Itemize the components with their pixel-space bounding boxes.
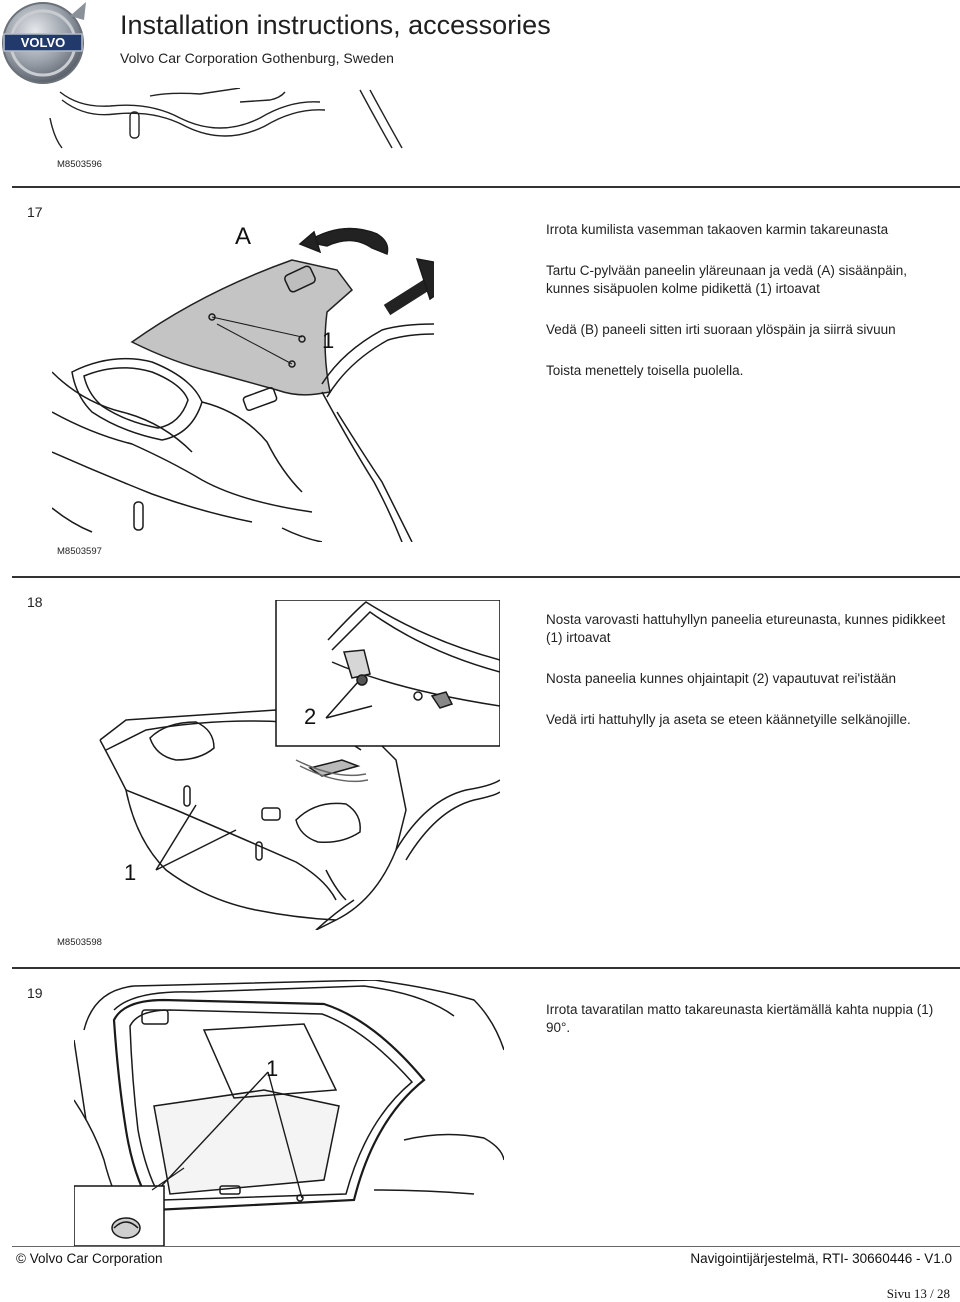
instruction-paragraph: Nosta paneelia kunnes ohjaintapit (2) va… bbox=[546, 671, 897, 686]
figure-label-1: 1 bbox=[322, 328, 334, 353]
page-number: Sivu 13 / 28 bbox=[886, 1286, 950, 1301]
divider bbox=[12, 576, 960, 578]
figure-label-2: 2 bbox=[304, 704, 316, 729]
instruction-paragraph: Irrota tavaratilan matto takareunasta ki… bbox=[546, 1002, 934, 1035]
figure-code: M8503598 bbox=[57, 937, 102, 948]
figure-parcel-shelf: 2 1 bbox=[96, 600, 500, 930]
figure-label-1: 1 bbox=[266, 1056, 278, 1081]
divider bbox=[12, 186, 960, 188]
footer-document-id: Navigointijärjestelmä, RTI- 30660446 - V… bbox=[690, 1251, 952, 1266]
instruction-paragraph: Toista menettely toisella puolella. bbox=[546, 363, 744, 378]
instruction-paragraph: Nosta varovasti hattuhyllyn paneelia etu… bbox=[546, 612, 946, 645]
step-19-instructions: Irrota tavaratilan matto takareunasta ki… bbox=[546, 1001, 951, 1060]
logo-text: VOLVO bbox=[21, 35, 66, 50]
figure-label-1: 1 bbox=[124, 860, 136, 885]
figure-c-pillar-panel: A B 1 bbox=[52, 212, 434, 542]
divider bbox=[12, 967, 960, 969]
instruction-paragraph: Tartu C-pylvään paneelin yläreunaan ja v… bbox=[546, 263, 907, 296]
step-17-instructions: Irrota kumilista vasemman takaoven karmi… bbox=[546, 221, 951, 403]
document-subtitle: Volvo Car Corporation Gothenburg, Sweden bbox=[120, 50, 394, 66]
document-title: Installation instructions, accessories bbox=[120, 10, 551, 40]
footer-copyright: © Volvo Car Corporation bbox=[16, 1251, 163, 1266]
step-18-instructions: Nosta varovasti hattuhyllyn paneelia etu… bbox=[546, 611, 951, 752]
figure-code: M8503596 bbox=[57, 159, 102, 170]
step-number: 19 bbox=[27, 985, 43, 1001]
figure-code: M8503597 bbox=[57, 546, 102, 557]
instruction-paragraph: Vedä (B) paneeli sitten irti suoraan ylö… bbox=[546, 322, 896, 337]
step-number: 17 bbox=[27, 204, 43, 220]
figure-label-a: A bbox=[235, 223, 251, 250]
instruction-paragraph: Irrota kumilista vasemman takaoven karmi… bbox=[546, 222, 889, 237]
footer-divider bbox=[12, 1246, 960, 1247]
figure-trunk-mat: 1 bbox=[74, 980, 504, 1246]
instruction-paragraph: Vedä irti hattuhylly ja aseta se eteen k… bbox=[546, 712, 911, 727]
figure-top-partial bbox=[40, 88, 440, 158]
volvo-logo: VOLVO bbox=[0, 0, 100, 88]
step-number: 18 bbox=[27, 594, 43, 610]
